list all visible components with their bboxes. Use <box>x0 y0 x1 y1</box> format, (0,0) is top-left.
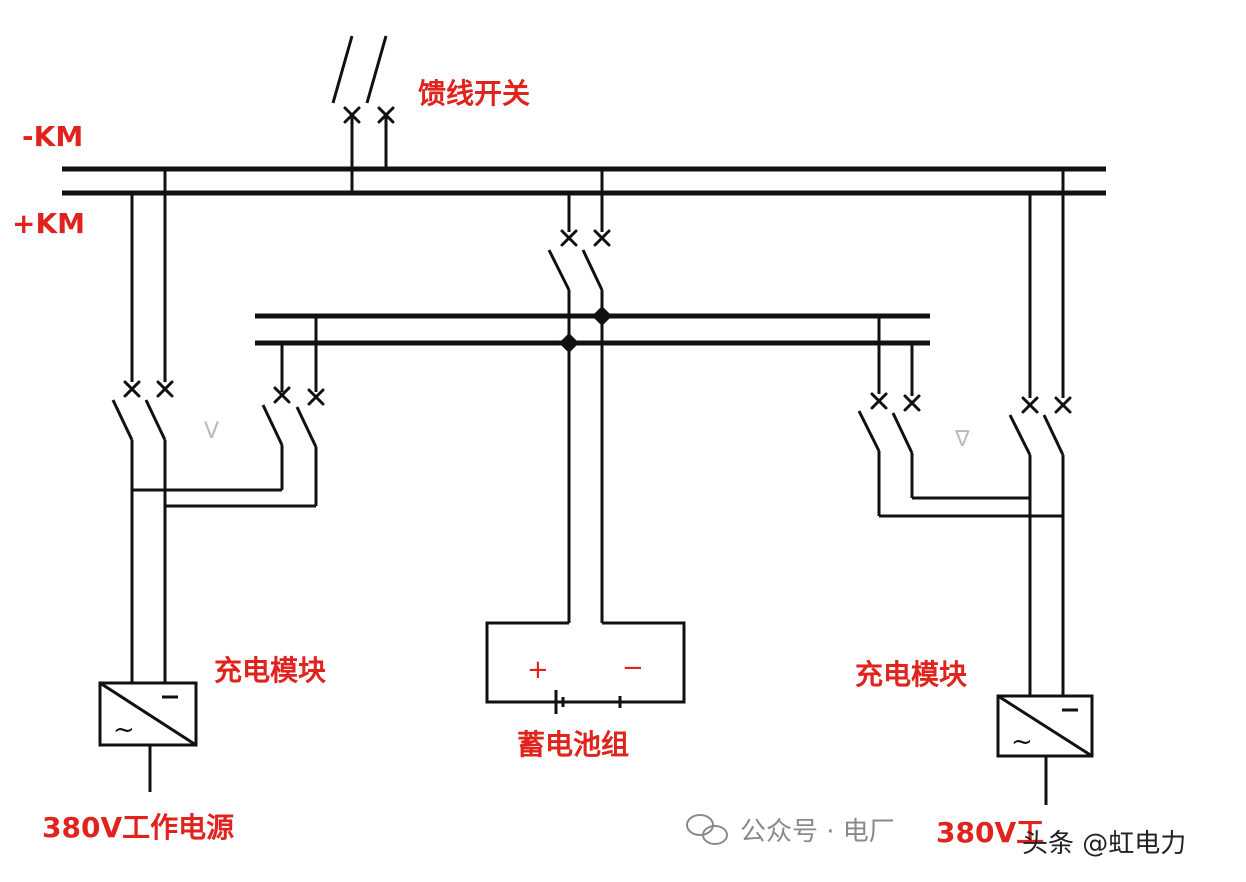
pos-km-label: +KM <box>12 207 85 240</box>
secondary-bus-group <box>255 313 930 346</box>
svg-text:~: ~ <box>1011 727 1033 757</box>
wechat-watermark-text: 公众号 · 电厂 <box>740 817 895 847</box>
battery-breaker-x-2 <box>593 229 611 247</box>
battery-branch <box>485 169 686 714</box>
feeder-switch <box>331 35 395 193</box>
rm-breaker-x-1 <box>870 392 888 410</box>
faint-mark-right: ∇ <box>954 427 970 452</box>
battery-plus-label: + <box>527 655 549 685</box>
feeder-switch-label: 馈线开关 <box>418 77 530 110</box>
charger-right-label: 充电模块 <box>855 658 967 691</box>
right-breaker-x-1 <box>1021 396 1039 414</box>
lm-breaker-x-1 <box>273 386 291 404</box>
power-right-label: 380V工 <box>936 816 1044 849</box>
junction-dot-upper <box>592 306 612 326</box>
battery-box <box>485 621 686 704</box>
charger-module-right: ~ <box>996 694 1094 805</box>
wechat-watermark: 公众号 · 电厂 <box>686 814 895 847</box>
svg-text:~: ~ <box>113 715 135 745</box>
left-branch <box>111 169 316 683</box>
toutiao-watermark-text: 头条 @虹电力 <box>1022 829 1186 859</box>
neg-km-label: -KM <box>22 120 83 153</box>
right-middle-switch: ∇ <box>857 316 970 516</box>
charger-left-label: 充电模块 <box>214 654 326 687</box>
battery-minus-label: − <box>622 653 644 683</box>
left-breaker-x-1 <box>123 380 141 398</box>
main-bus-group <box>62 166 1106 196</box>
battery-bank-label: 蓄电池组 <box>517 728 629 761</box>
faint-mark-left: V <box>204 419 219 444</box>
power-left-label: 380V工作电源 <box>42 811 234 844</box>
feeder-breaker-x-left <box>343 106 361 124</box>
left-breaker-x-2 <box>156 380 174 398</box>
junction-dot-lower <box>559 333 579 353</box>
feeder-breaker-x-right <box>377 106 395 124</box>
right-breaker-x-2 <box>1054 396 1072 414</box>
lm-breaker-x-2 <box>307 388 325 406</box>
battery-breaker-x-1 <box>560 229 578 247</box>
rm-breaker-x-2 <box>903 394 921 412</box>
left-middle-switch: V <box>204 316 325 506</box>
charger-module-left: ~ <box>98 681 198 792</box>
right-branch <box>879 169 1072 696</box>
